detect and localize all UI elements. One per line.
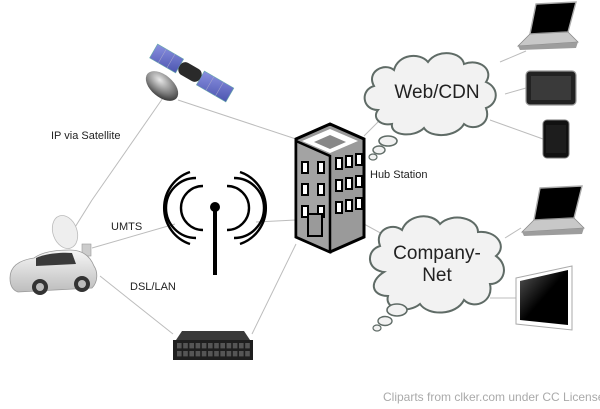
switch-port <box>189 343 194 349</box>
label-umts: UMTS <box>111 221 143 233</box>
link-webcdn-phone <box>489 119 544 140</box>
satellite-car-icon <box>9 215 98 295</box>
building-window <box>355 153 363 166</box>
switch-port <box>208 351 213 357</box>
link-car-antenna <box>91 223 176 249</box>
building-window <box>345 199 353 212</box>
switch-port <box>214 343 219 349</box>
link-car-switch <box>99 275 174 335</box>
link-hub-webcdn <box>363 119 381 137</box>
label-company-net: Company- Net <box>382 243 492 287</box>
switch-port <box>245 343 250 349</box>
switch-port <box>189 351 194 357</box>
building-window <box>355 175 363 188</box>
building-window <box>335 157 343 170</box>
switch-port <box>183 351 188 357</box>
laptop-icon <box>516 1 579 50</box>
switch-port <box>201 343 207 349</box>
building-window <box>301 161 309 174</box>
switch-port <box>183 343 188 349</box>
switch-port <box>195 343 201 349</box>
building-window <box>317 183 325 196</box>
building-window <box>335 179 343 192</box>
link-car-satellite <box>91 94 166 201</box>
laptop-icon <box>520 185 585 236</box>
switch-port <box>201 351 207 357</box>
building-window <box>301 205 309 218</box>
switch-port <box>177 343 182 349</box>
credit-text: Cliparts from clker.com under CC License <box>383 390 600 404</box>
switch-port <box>214 351 219 357</box>
tablet-icon <box>525 70 577 106</box>
link-switch-hub <box>251 243 297 335</box>
link-webcdn-tablet <box>504 87 527 95</box>
switch-port <box>177 351 182 357</box>
building-window <box>355 197 363 210</box>
switch-port <box>226 343 232 349</box>
switch-port <box>220 343 225 349</box>
label-ip-via-satellite: IP via Satellite <box>51 130 121 142</box>
building-window <box>301 183 309 196</box>
building-window <box>345 155 353 168</box>
switch-port <box>220 351 225 357</box>
satellite-icon <box>145 43 235 103</box>
switch-port <box>226 351 232 357</box>
link-companynet-laptop2 <box>504 227 522 239</box>
switch-port <box>245 351 250 357</box>
building-window <box>335 201 343 214</box>
label-company-net-line2: Net <box>422 265 452 286</box>
switch-port <box>239 343 244 349</box>
link-webcdn-laptop1 <box>499 50 527 63</box>
switch-port <box>232 343 238 349</box>
building-window <box>317 161 325 174</box>
hub-building-icon <box>294 122 366 254</box>
switch-port <box>232 351 238 357</box>
switch-port <box>208 343 213 349</box>
label-dsl-lan: DSL/LAN <box>130 281 176 293</box>
links <box>71 50 544 335</box>
network-switch-icon <box>173 331 253 360</box>
label-company-net-line1: Company- <box>393 243 481 264</box>
label-web-cdn: Web/CDN <box>394 82 480 103</box>
switch-port <box>239 351 244 357</box>
building-window <box>345 177 353 190</box>
radio-antenna-icon <box>163 170 267 275</box>
label-hub-station: Hub Station <box>370 169 428 181</box>
smartphone-icon <box>542 119 570 159</box>
switch-port <box>195 351 201 357</box>
link-satellite-hub <box>177 99 297 140</box>
company-net-cloud <box>369 215 505 332</box>
web-cdn-cloud <box>363 52 497 161</box>
monitor-icon <box>515 265 573 331</box>
